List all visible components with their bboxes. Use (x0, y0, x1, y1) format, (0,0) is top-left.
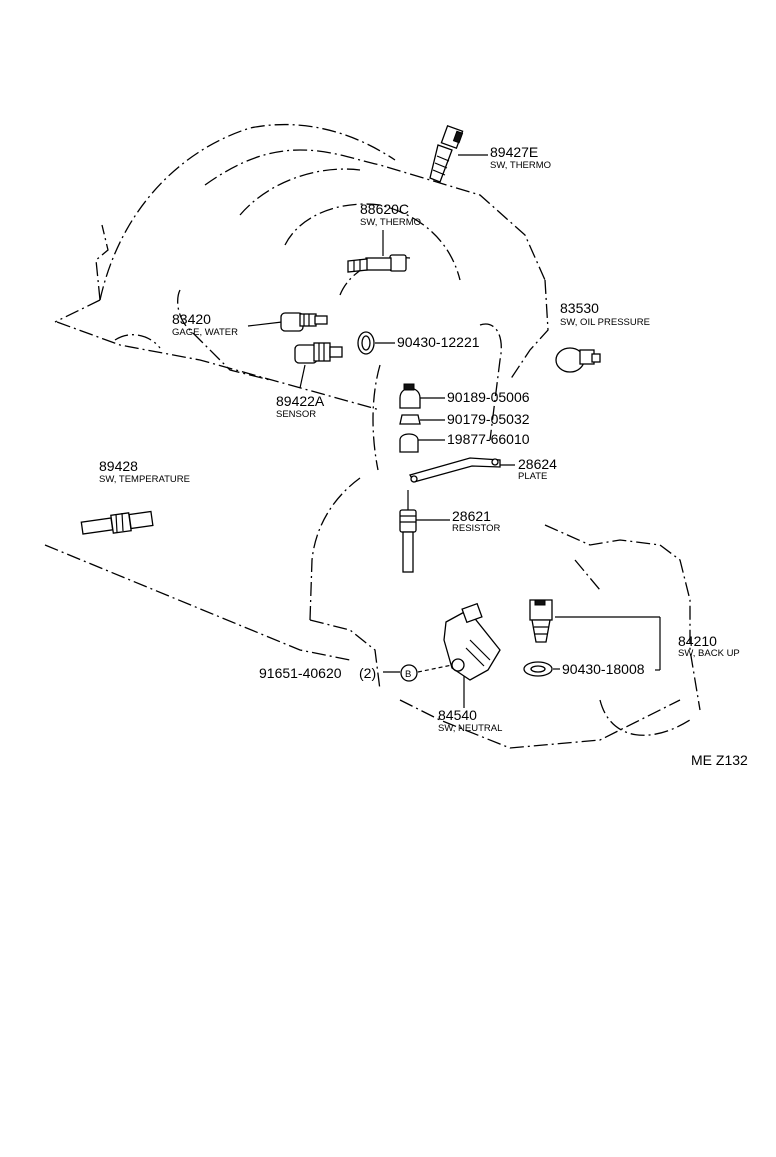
cover-19877-66010-icon (399, 433, 419, 453)
neutral-switch-84540-icon (443, 602, 501, 681)
backup-switch-84210-icon (529, 599, 553, 643)
part-number-84210: 84210 (678, 633, 717, 649)
part-number-89427e: 89427E (490, 144, 538, 160)
engine-outline (44, 123, 701, 749)
nut-90179-05032-icon (399, 414, 421, 425)
reference-code: ME Z132 (691, 752, 748, 768)
part-number-19877-66010: 19877-66010 (447, 431, 530, 447)
part-number-28621: 28621 (452, 508, 491, 524)
gasket-90430-12221-icon (357, 331, 375, 355)
part-number-88620c: 88620C (360, 201, 409, 217)
thermo-switch-89427e-icon (429, 124, 464, 183)
part-desc-84210: SW, BACK UP (678, 648, 740, 659)
thermo-switch-88620c-icon (347, 254, 407, 273)
part-number-90189-05006: 90189-05006 (447, 389, 530, 405)
part-number-84540: 84540 (438, 707, 477, 723)
part-number-89428: 89428 (99, 458, 138, 474)
part-number-83420: 83420 (172, 311, 211, 327)
temperature-switch-89428-icon (80, 510, 154, 535)
cap-90189-05006-icon (399, 383, 421, 409)
plate-28624-icon (409, 457, 501, 483)
part-number-91651-40620: 91651-40620 (259, 665, 342, 681)
bolt-marker-letter: B (405, 669, 411, 680)
gasket-90430-18008-icon (523, 661, 553, 677)
part-number-90179-05032: 90179-05032 (447, 411, 530, 427)
part-number-89422a: 89422A (276, 393, 325, 409)
part-desc-88620c: SW, THERMO (360, 217, 421, 228)
resistor-28621-icon (399, 490, 417, 573)
oil-pressure-switch-83530-icon (555, 347, 601, 373)
bolt-marker-icon (400, 664, 418, 682)
part-number-83530: 83530 (560, 300, 599, 316)
part-qty-91651-40620: (2) (359, 665, 376, 681)
part-number-90430-12221: 90430-12221 (397, 334, 480, 350)
part-number-90430-18008: 90430-18008 (562, 661, 645, 677)
part-desc-83530: SW, OIL PRESSURE (560, 317, 650, 328)
part-desc-89427e: SW, THERMO (490, 160, 551, 171)
part-desc-84540: SW, NEUTRAL (438, 723, 502, 734)
labels: 89427E SW, THERMO 88620C SW, THERMO 8342… (99, 144, 748, 768)
water-gage-83420-icon (280, 312, 328, 332)
sensor-89422a-icon (294, 342, 343, 364)
part-desc-89422a: SENSOR (276, 409, 316, 420)
leader-lines (247, 154, 661, 708)
part-desc-28621: RESISTOR (452, 523, 501, 534)
part-desc-89428: SW, TEMPERATURE (99, 474, 190, 485)
part-desc-28624: PLATE (518, 471, 547, 482)
part-desc-83420: GAGE, WATER (172, 327, 238, 338)
part-number-28624: 28624 (518, 456, 557, 472)
